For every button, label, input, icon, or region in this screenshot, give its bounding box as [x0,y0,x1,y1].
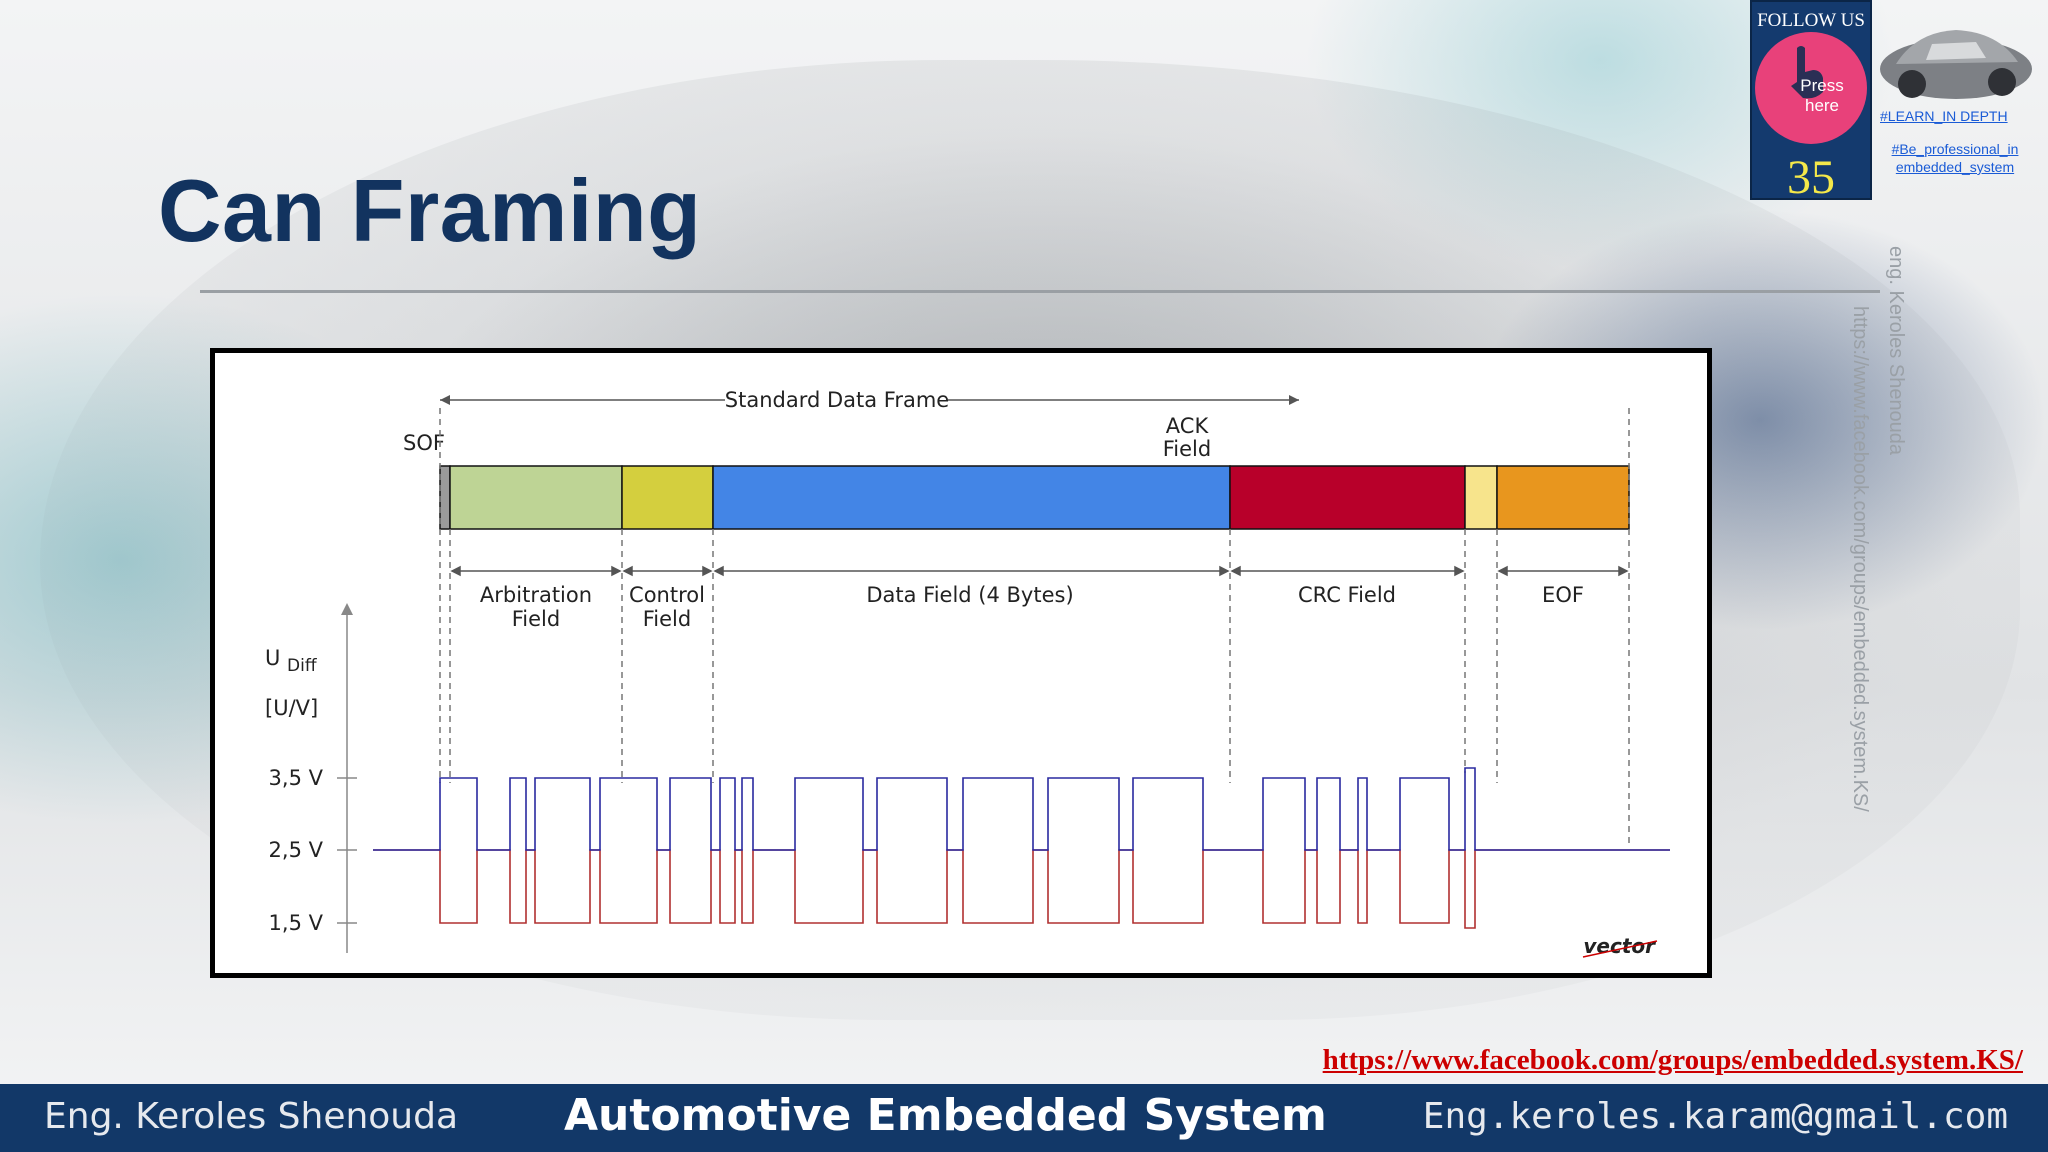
hashtag-be-professional[interactable]: #Be_professional_in embedded_system [1880,140,2030,176]
footer-author: Eng. Keroles Shenouda [44,1096,459,1137]
footer-email: Eng.keroles.karam@gmail.com [1422,1096,2008,1137]
footer-course-title: Automotive Embedded System [564,1090,1327,1141]
y-axis-label-u: U [265,646,280,670]
frame-fields-bar [439,465,1630,530]
y-tick-2v5: 2,5 V [269,838,324,862]
footer-bar: Eng. Keroles Shenouda Automotive Embedde… [0,1084,2048,1152]
data-field [712,465,1231,530]
car-thumbnail-image [1880,30,2032,99]
press-label: Press [1800,76,1844,95]
standard-frame-span-arrow [440,395,1299,405]
sof-label: SOF [403,431,445,455]
vertical-credits: eng. Keroles Shenouda https://www.facebo… [1849,246,1907,812]
pointing-hand-icon [1791,46,1823,99]
arbitration-field [449,465,623,530]
facebook-group-link[interactable]: https://www.facebook.com/groups/embedded… [1322,1044,2023,1076]
control-label-line2: Field [643,607,691,631]
hashtag-learn-in-depth[interactable]: #LEARN_IN DEPTH [1880,108,2008,124]
y-axis-label-sub: Diff [287,656,318,676]
hashtag2-line2: embedded_system [1895,159,2015,175]
field-span-arrows [450,565,1629,577]
follow-us-badge[interactable]: FOLLOW US Press here 35 [1750,0,1872,204]
here-label: here [1804,96,1840,115]
eof-field [1496,465,1630,530]
follow-us-label: FOLLOW US [1757,10,1865,31]
eof-label: EOF [1542,583,1584,607]
crc-label: CRC Field [1298,583,1396,607]
control-label-line1: Control [629,583,705,607]
can-frame-svg: Standard Data Frame SOF ACK Field [265,388,1670,958]
hashtag2-line1: #Be_professional_in [1891,141,2019,157]
can-high-waveform [373,767,1670,851]
slide-title: Can Framing [158,161,702,260]
vector-logo-swoosh [1582,940,1658,958]
data-field-label: Data Field (4 Bytes) [866,583,1073,607]
arbitration-label-line1: Arbitration [480,583,592,607]
y-tick-3v5: 3,5 V [269,766,324,790]
press-here-text: Press here [1787,76,1857,116]
crc-field [1229,465,1466,530]
can-frame-diagram: Standard Data Frame SOF ACK Field [210,348,1712,978]
control-field [621,465,714,530]
y-tick-1v5: 1,5 V [269,911,324,935]
field-boundary-lines [439,408,1630,843]
title-divider [200,290,1880,293]
ack-label-line1: ACK [1166,414,1210,438]
voltage-axis [337,603,357,953]
frame-label: Standard Data Frame [725,388,949,412]
sof-field [439,465,451,530]
ack-label-line2: Field [1163,437,1211,461]
ack-field [1464,465,1498,530]
vertical-group-url: https://www.facebook.com/groups/embedded… [1849,306,1871,812]
press-here-button[interactable]: Press here [1755,32,1867,144]
arbitration-label-line2: Field [512,607,560,631]
y-axis-label-unit: [U/V] [265,696,318,720]
slide-number: 35 [1787,151,1835,204]
can-low-waveform [373,849,1670,929]
vertical-author-name: eng. Keroles Shenouda [1885,246,1907,456]
